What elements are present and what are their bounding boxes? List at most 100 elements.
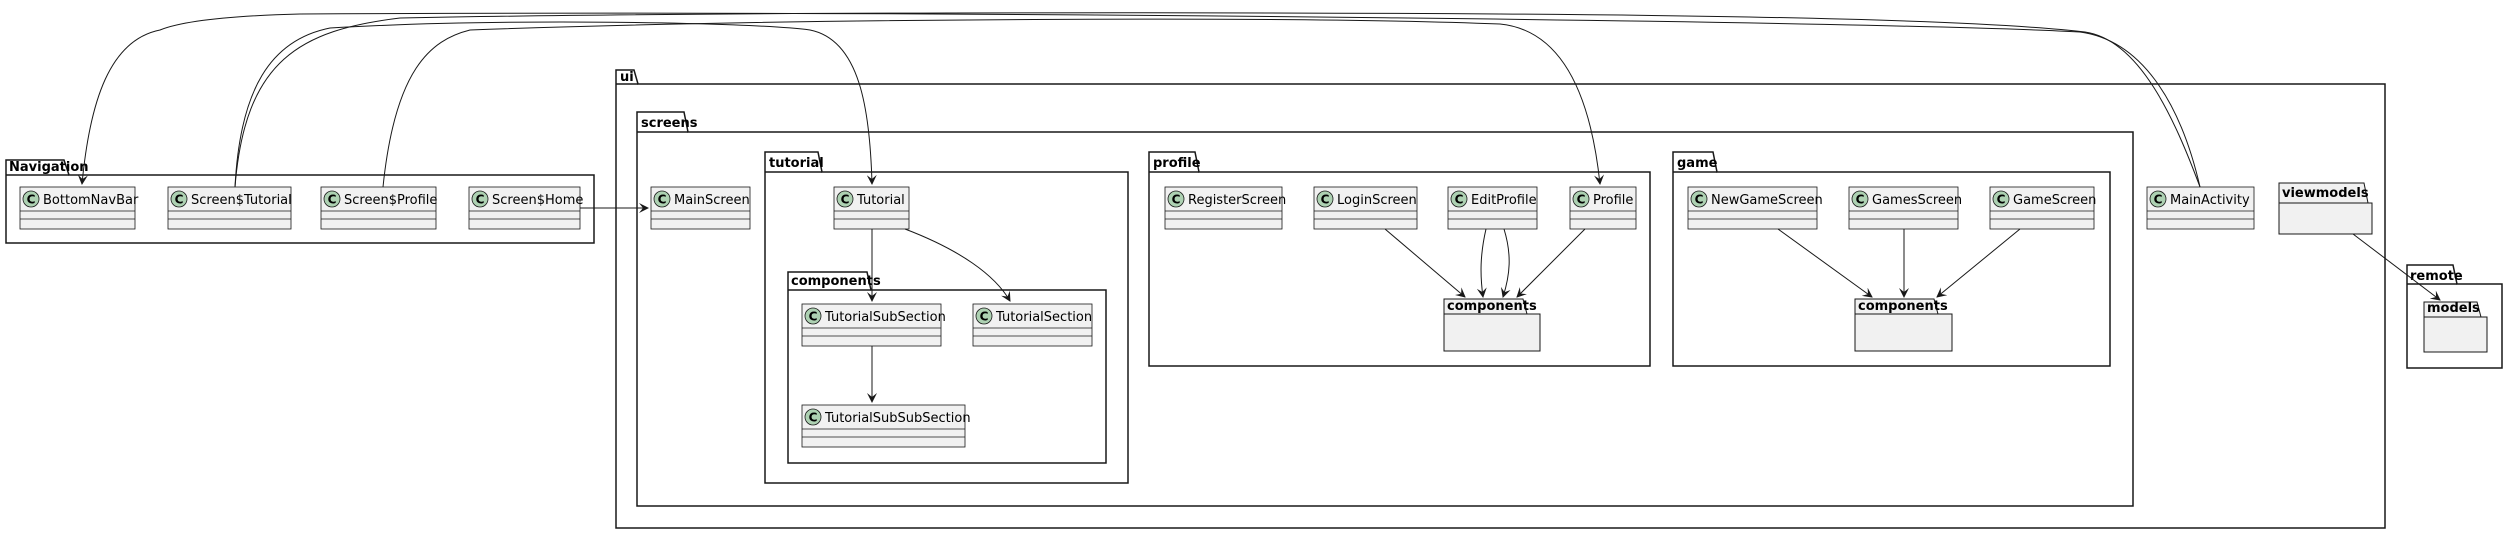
- package-models: models: [2423, 301, 2488, 353]
- edge-edit-profile-to-components-1: [1476, 228, 1487, 298]
- edge-screen-profile-to-profile: [382, 18, 1605, 188]
- svg-text:C: C: [2154, 193, 2163, 207]
- package-label-ui: ui: [620, 70, 634, 85]
- package-label-game-components: components: [1858, 299, 1948, 314]
- class-tutorial-sub-sub-section[interactable]: C TutorialSubSubSection: [801, 404, 971, 448]
- package-remote: remote: [2406, 264, 2503, 369]
- class-name-main-activity: MainActivity: [2170, 193, 2250, 208]
- class-icon: [1851, 190, 1869, 208]
- class-name-screen-profile: Screen$Profile: [344, 193, 437, 208]
- svg-text:C: C: [841, 193, 850, 207]
- package-profile-components: components: [1443, 298, 1541, 352]
- class-game-screen[interactable]: C GameScreen: [1989, 186, 2096, 230]
- package-tutorial-components: components: [787, 271, 1107, 464]
- class-icon: [471, 190, 489, 208]
- package-label-screens: screens: [641, 116, 698, 131]
- class-main-screen[interactable]: C MainScreen: [650, 186, 751, 230]
- package-label-game: game: [1677, 156, 1718, 171]
- class-name-tutorial-sub-sub-section: TutorialSubSubSection: [824, 411, 971, 426]
- class-screen-tutorial[interactable]: C Screen$Tutorial: [167, 186, 292, 230]
- class-screen-profile[interactable]: C Screen$Profile: [320, 186, 437, 230]
- class-main-activity[interactable]: C MainActivity: [2146, 186, 2255, 230]
- package-game: game: [1672, 151, 2111, 367]
- svg-text:C: C: [658, 193, 667, 207]
- class-name-login-screen: LoginScreen: [1337, 193, 1417, 208]
- class-icon: [653, 190, 671, 208]
- class-name-tutorial: Tutorial: [856, 193, 905, 208]
- package-label-tutorial-components: components: [791, 274, 881, 289]
- package-label-viewmodels: viewmodels: [2282, 186, 2369, 201]
- package-game-components: components: [1854, 298, 1953, 352]
- edge-login-to-components: [1384, 228, 1466, 298]
- svg-text:C: C: [27, 193, 36, 207]
- class-new-game-screen[interactable]: C NewGameScreen: [1687, 186, 1823, 230]
- svg-text:C: C: [328, 193, 337, 207]
- svg-text:C: C: [1997, 193, 2006, 207]
- package-navigation: Navigation: [5, 159, 595, 244]
- package-label-tutorial: tutorial: [769, 156, 824, 171]
- edge-tutorial-to-section: [904, 228, 1011, 302]
- class-icon: [1572, 190, 1590, 208]
- class-edit-profile[interactable]: C EditProfile: [1447, 186, 1538, 230]
- svg-text:C: C: [809, 310, 818, 324]
- class-name-screen-tutorial: Screen$Tutorial: [191, 193, 292, 208]
- class-bottom-nav-bar[interactable]: C BottomNavBar: [19, 186, 139, 230]
- package-tutorial: tutorial: [764, 151, 1129, 484]
- class-name-games-screen: GamesScreen: [1872, 193, 1962, 208]
- edge-game-to-components: [1936, 228, 2021, 298]
- class-games-screen[interactable]: C GamesScreen: [1848, 186, 1962, 230]
- class-icon: [804, 408, 822, 426]
- package-label-remote: remote: [2410, 269, 2463, 284]
- package-label-profile: profile: [1153, 156, 1201, 171]
- package-label-models: models: [2427, 301, 2480, 316]
- class-tutorial[interactable]: C Tutorial: [833, 186, 910, 230]
- svg-text:C: C: [1577, 193, 1586, 207]
- edge-new-game-to-components: [1777, 228, 1873, 298]
- class-icon: [323, 190, 341, 208]
- svg-text:C: C: [1856, 193, 1865, 207]
- class-name-game-screen: GameScreen: [2013, 193, 2096, 208]
- package-ui: ui: [615, 69, 2386, 529]
- svg-text:C: C: [1321, 193, 1330, 207]
- package-screens: screens: [636, 111, 2134, 507]
- class-icon: [1450, 190, 1468, 208]
- class-icon: [1316, 190, 1334, 208]
- class-name-new-game-screen: NewGameScreen: [1711, 193, 1823, 208]
- class-screen-home[interactable]: C Screen$Home: [468, 186, 583, 230]
- edge-screen-tutorial-to-tutorial: [234, 21, 877, 188]
- class-profile[interactable]: C Profile: [1569, 186, 1637, 230]
- edges: [77, 12, 2441, 403]
- svg-text:C: C: [1455, 193, 1464, 207]
- class-icon: [804, 307, 822, 325]
- class-icon: [2149, 190, 2167, 208]
- class-icon: [1992, 190, 2010, 208]
- edge-profile-to-components: [1516, 228, 1586, 298]
- class-icon: [170, 190, 188, 208]
- package-profile: profile: [1148, 151, 1651, 367]
- class-register-screen[interactable]: C RegisterScreen: [1164, 186, 1286, 230]
- svg-text:C: C: [1172, 193, 1181, 207]
- package-label-navigation: Navigation: [9, 160, 89, 175]
- class-tutorial-sub-section[interactable]: C TutorialSubSection: [801, 303, 946, 347]
- edge-screen-tutorial-to-bottom-nav-bar: [234, 12, 2201, 188]
- class-name-screen-home: Screen$Home: [492, 193, 583, 208]
- svg-text:C: C: [809, 411, 818, 425]
- class-tutorial-section[interactable]: C TutorialSection: [972, 303, 1093, 347]
- class-icon: [836, 190, 854, 208]
- class-name-edit-profile: EditProfile: [1471, 193, 1537, 208]
- class-icon: [22, 190, 40, 208]
- class-name-profile: Profile: [1593, 193, 1633, 208]
- class-icon: [1167, 190, 1185, 208]
- class-icon: [1690, 190, 1708, 208]
- svg-text:C: C: [1695, 193, 1704, 207]
- edge-edit-profile-to-components-2: [1500, 228, 1511, 298]
- package-viewmodels: viewmodels: [2278, 182, 2373, 235]
- svg-text:C: C: [980, 310, 989, 324]
- class-name-tutorial-sub-section: TutorialSubSection: [824, 310, 946, 325]
- class-login-screen[interactable]: C LoginScreen: [1313, 186, 1418, 230]
- class-name-bottom-nav-bar: BottomNavBar: [43, 193, 139, 208]
- edge-viewmodels-to-models: [2352, 233, 2441, 301]
- package-label-profile-components: components: [1447, 299, 1537, 314]
